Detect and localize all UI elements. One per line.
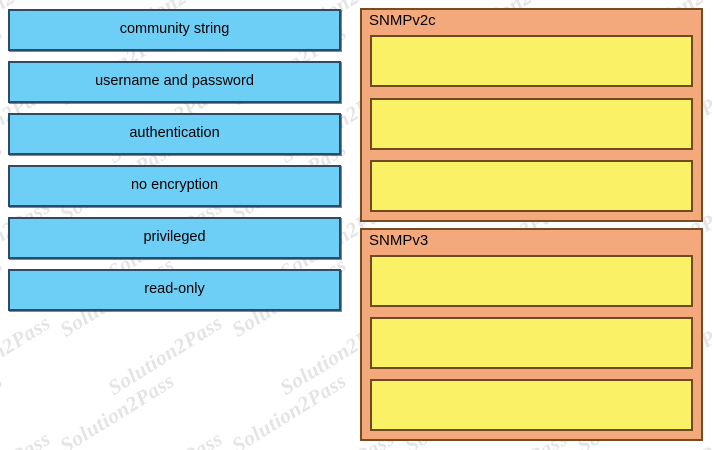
- watermark-text: Solution2Pass: [563, 0, 704, 8]
- watermark-text: Solution2Pass: [0, 412, 64, 450]
- drop-slot[interactable]: [370, 160, 693, 212]
- drag-item-read-only[interactable]: read-only: [8, 269, 341, 311]
- watermark-text: Solution2Pass: [219, 0, 360, 8]
- drag-item-label: no encryption: [130, 177, 219, 194]
- drop-slot[interactable]: [370, 379, 693, 431]
- drag-item-label: read-only: [144, 281, 205, 298]
- drag-item-community-string[interactable]: community string: [8, 9, 341, 51]
- drag-item-privileged[interactable]: privileged: [8, 217, 341, 259]
- watermark-text: Solution2Pass: [0, 368, 7, 450]
- drag-item-label: username and password: [95, 73, 254, 90]
- drag-item-label: privileged: [143, 229, 206, 246]
- watermark-row: Solution2PassSolution2PassSolution2PassS…: [0, 426, 714, 450]
- drop-panel-title: SNMPv3: [369, 232, 429, 249]
- watermark-text: Solution2Pass: [227, 368, 352, 450]
- drop-panel-snmpv2c[interactable]: SNMPv2c: [360, 8, 703, 222]
- drag-item-authentication[interactable]: authentication: [8, 113, 341, 155]
- watermark-text: Solution2Pass: [391, 0, 532, 8]
- watermark-text: Solution2Pass: [0, 0, 16, 8]
- drop-slot-list: [370, 35, 693, 212]
- watermark-text: Solution2Pass: [95, 412, 236, 450]
- drag-item-label: community string: [119, 21, 230, 38]
- drop-panel-snmpv3[interactable]: SNMPv3: [360, 228, 703, 441]
- draggable-items-column: community string username and password a…: [8, 9, 341, 321]
- watermark-text: Solution2Pass: [55, 368, 179, 450]
- drag-item-label: authentication: [129, 125, 220, 142]
- drop-panel-title: SNMPv2c: [369, 12, 436, 29]
- drag-item-no-encryption[interactable]: no encryption: [8, 165, 341, 207]
- drag-item-username-and-password[interactable]: username and password: [8, 61, 341, 103]
- drop-slot-list: [370, 255, 693, 431]
- drop-slot[interactable]: [370, 255, 693, 307]
- drop-slot[interactable]: [370, 97, 693, 150]
- drop-slot[interactable]: [370, 35, 693, 87]
- watermark-text: Solution2Pass: [47, 0, 188, 8]
- drop-slot[interactable]: [370, 317, 693, 369]
